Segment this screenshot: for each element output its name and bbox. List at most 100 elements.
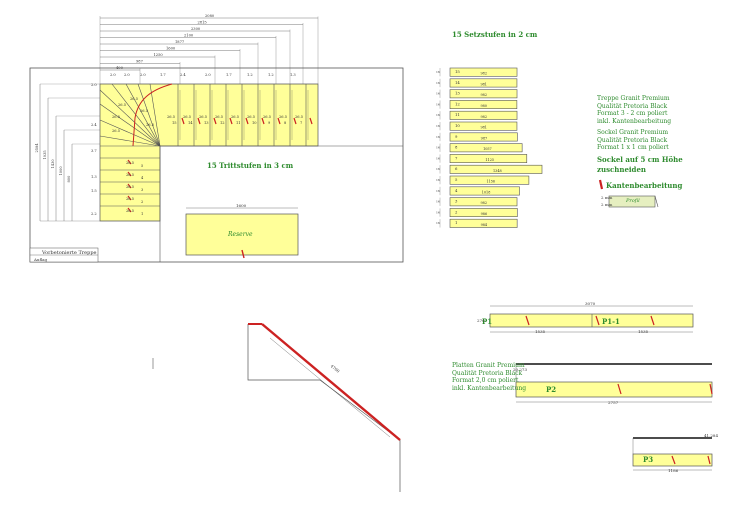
lower-edge-mark bbox=[127, 183, 132, 189]
lower-edge-mark bbox=[127, 171, 132, 177]
profil-dim-2: 2 mm bbox=[601, 202, 613, 207]
riser-height-value: 16 bbox=[436, 70, 440, 74]
riser-panel bbox=[449, 175, 530, 185]
tread-edge-mark bbox=[293, 117, 297, 125]
p1-total: 3070 bbox=[585, 301, 596, 306]
winder-divider bbox=[137, 83, 161, 147]
kanten-legend-mark bbox=[598, 179, 604, 190]
riser-panel bbox=[449, 164, 543, 174]
riser-number: 1 bbox=[455, 220, 457, 225]
riser-number: 9 bbox=[455, 134, 458, 139]
sockel-note: Sockel Granit Premium Qualität Pretoria … bbox=[597, 129, 669, 152]
top-dim-value: 2080 bbox=[205, 14, 215, 18]
profil-label: Profil bbox=[626, 198, 640, 204]
tread-number: 11 bbox=[236, 121, 241, 125]
left-dim-value: 1430 bbox=[51, 159, 55, 169]
tread-edge-mark bbox=[309, 117, 313, 125]
angle-label: 2.0 bbox=[110, 73, 116, 77]
lower-depth-label: 26.5 bbox=[126, 185, 135, 189]
lower-edge-mark bbox=[127, 159, 132, 165]
angle-label: 1.3 bbox=[290, 73, 296, 77]
riser-panel bbox=[449, 89, 518, 99]
tread-number: 8 bbox=[284, 121, 287, 125]
p3-label: P3 bbox=[643, 455, 654, 464]
tread-edge-mark bbox=[261, 117, 265, 125]
riser-height-value: 16 bbox=[436, 189, 440, 193]
tread-edge-mark bbox=[277, 117, 281, 125]
riser-height-value: 16 bbox=[436, 167, 440, 171]
p2-mark-2 bbox=[709, 383, 713, 395]
lower-number: 4 bbox=[141, 176, 144, 180]
tread-depth-label: 26.5 bbox=[167, 115, 176, 119]
riser-number: 8 bbox=[455, 145, 458, 150]
angle-label: 1.2 bbox=[268, 73, 274, 77]
p3-total: 1186 bbox=[668, 468, 679, 473]
lower-number: 1 bbox=[141, 212, 143, 216]
reserve-dim: 1600 bbox=[236, 203, 247, 208]
profil-dim-1: 2 mm bbox=[601, 195, 613, 200]
p2-total: 2757 bbox=[608, 400, 619, 405]
left-side-label: 1.3 bbox=[91, 175, 97, 179]
riser-panel bbox=[449, 197, 518, 207]
riser-width: 981 bbox=[480, 126, 486, 130]
platten-note-line: Qualität Pretoria Black bbox=[452, 369, 523, 377]
p1-1-label: P1-1 bbox=[602, 317, 620, 326]
side-stone-edge bbox=[261, 323, 401, 441]
tread-edge-mark bbox=[213, 117, 217, 125]
riser-height-value: 16 bbox=[436, 210, 440, 214]
tread-number: 10 bbox=[252, 121, 257, 125]
top-dim-value: 1600 bbox=[166, 47, 176, 51]
sockel-cut-line: Sockel auf 5 cm Höhe bbox=[597, 155, 683, 164]
riser-number: 3 bbox=[455, 199, 458, 204]
angle-label: 1.2 bbox=[247, 73, 253, 77]
riser-width: 1018 bbox=[482, 190, 491, 194]
legend-line-1: Vorbetonierte Treppe bbox=[42, 250, 97, 256]
side-wall-outline bbox=[247, 324, 401, 492]
riser-panel bbox=[449, 67, 518, 77]
left-dim-value: 1935 bbox=[43, 150, 47, 160]
top-dim-value: 400 bbox=[116, 66, 124, 70]
riser-width: 1125 bbox=[485, 158, 494, 162]
platten-note: Platten Granit Premium Qualität Pretoria… bbox=[452, 362, 526, 392]
treppe-note: Treppe Granit Premium Qualität Pretoria … bbox=[597, 95, 671, 125]
winder-depth-label: 26.5 bbox=[140, 109, 149, 113]
reserve-panel bbox=[185, 213, 299, 256]
angle-label: 2.4 bbox=[180, 73, 186, 77]
angle-label: 2.0 bbox=[124, 73, 130, 77]
kanten-label: Kantenbearbeitung bbox=[606, 181, 683, 190]
angle-label: 2.0 bbox=[140, 73, 146, 77]
sockel-note-line: Format 1 x 1 cm poliert bbox=[597, 144, 669, 151]
riser-panel bbox=[449, 100, 518, 110]
platten-note-line: Format 2,0 cm poliert bbox=[452, 377, 519, 384]
riser-number: 2 bbox=[455, 209, 458, 214]
riser-number: 13 bbox=[455, 91, 460, 96]
riser-number: 11 bbox=[455, 112, 460, 117]
tread-number: 9 bbox=[268, 121, 271, 125]
side-elevation bbox=[152, 323, 401, 492]
tread-edge-mark bbox=[229, 117, 233, 125]
lower-number: 3 bbox=[141, 188, 144, 192]
p1-mark-2 bbox=[595, 315, 600, 326]
riser-panel bbox=[449, 208, 518, 217]
riser-number: 14 bbox=[455, 80, 460, 85]
left-side-label: 2.2 bbox=[91, 212, 97, 216]
sockel-note-line: Qualität Pretoria Black bbox=[597, 136, 668, 144]
angle-label: 2.0 bbox=[205, 73, 211, 77]
winder-depth-label: 26.5 bbox=[112, 115, 121, 119]
p1-left: 1535 bbox=[535, 329, 546, 334]
lower-edge-mark bbox=[127, 195, 132, 201]
left-side-label: 2.0 bbox=[91, 83, 97, 87]
riser-width: 1057 bbox=[483, 147, 492, 151]
top-dim-value: 2300 bbox=[191, 27, 201, 31]
winder-divider bbox=[99, 135, 161, 147]
riser-height-value: 16 bbox=[436, 102, 440, 106]
p1-mark-3 bbox=[650, 315, 655, 326]
tread-depth-label: 26.5 bbox=[263, 115, 272, 119]
p2-mark-1 bbox=[617, 383, 622, 395]
p2-label: P2 bbox=[546, 385, 557, 394]
winder-divider bbox=[99, 119, 161, 147]
p1-mark-1 bbox=[525, 315, 530, 326]
side-length-line bbox=[269, 337, 391, 438]
